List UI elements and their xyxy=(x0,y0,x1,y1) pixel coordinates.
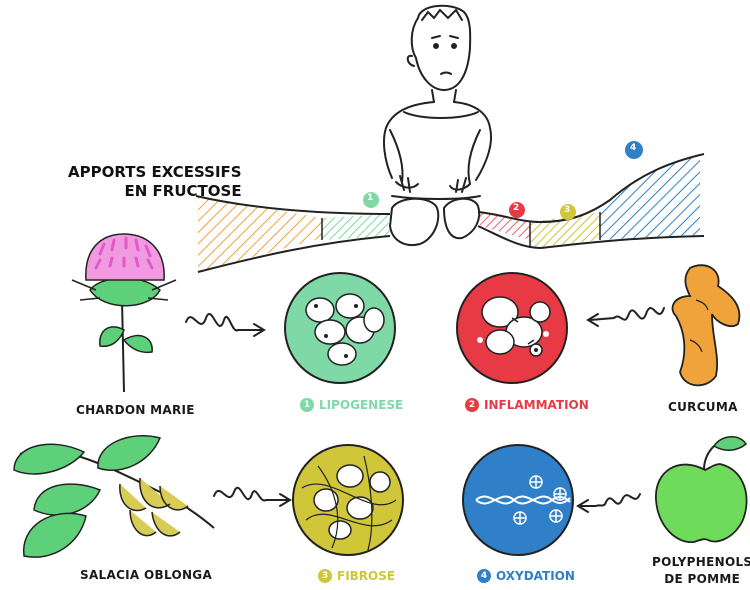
stage-number-4: 4 xyxy=(477,569,491,583)
stage-label-lipogenese: LIPOGENESE xyxy=(319,398,404,412)
apple-icon xyxy=(655,436,748,543)
progression-band xyxy=(195,141,705,273)
stage-label-fibrose: FIBROSE xyxy=(337,569,396,583)
fibrose-circle-icon xyxy=(292,444,404,556)
band-marker-3-icon xyxy=(560,204,576,220)
arrow-pomme-to-oxydation-icon xyxy=(576,493,641,513)
remedy-label-salacia-oblonga: SALACIA OBLONGA xyxy=(80,568,213,582)
inflammation-circle-icon xyxy=(456,272,568,384)
band-marker-1-icon xyxy=(363,192,379,208)
band-number-4: 4 xyxy=(630,143,637,153)
band-marker-2-icon xyxy=(509,202,525,218)
remedy-label-pomme-line-1: POLYPHENOLS xyxy=(652,555,750,569)
remedy-label-curcuma: CURCUMA xyxy=(668,400,738,414)
band-number-1: 1 xyxy=(367,193,374,203)
stage-inflammation: 2 INFLAMMATION xyxy=(465,398,589,412)
salacia-oblonga-icon xyxy=(13,434,215,558)
oxydation-circle-icon xyxy=(462,444,574,556)
remedy-label-chardon-marie: CHARDON MARIE xyxy=(76,403,195,417)
stage-label-inflammation: INFLAMMATION xyxy=(484,398,589,412)
title-line-1: APPORTS EXCESSIFS xyxy=(68,163,242,181)
stage-lipogenese: 1 LIPOGENESE xyxy=(300,398,403,412)
band-number-3: 3 xyxy=(564,205,571,215)
band-number-2: 2 xyxy=(513,203,520,213)
remedy-label-polyphenols-pomme: POLYPHENOLS DE POMME xyxy=(652,554,750,588)
stage-oxydation: 4 OXYDATION xyxy=(477,569,575,583)
stage-label-oxydation: OXYDATION xyxy=(496,569,575,583)
lipogenese-circle-icon xyxy=(284,272,396,384)
arrow-curcuma-to-inflammation-icon xyxy=(586,307,665,327)
person-illustration xyxy=(383,4,492,200)
liver-illustration xyxy=(388,197,481,246)
stage-number-1: 1 xyxy=(300,398,314,412)
band-marker-4-icon xyxy=(625,141,643,159)
page-title: APPORTS EXCESSIFS EN FRUCTOSE xyxy=(68,163,242,201)
turmeric-icon xyxy=(671,264,741,387)
remedy-label-pomme-line-2: DE POMME xyxy=(664,572,741,586)
stage-number-3: 3 xyxy=(318,569,332,583)
title-line-2: EN FRUCTOSE xyxy=(124,182,242,200)
stage-number-2: 2 xyxy=(465,398,479,412)
milk-thistle-icon xyxy=(71,233,177,393)
arrow-chardon-to-lipogenese-icon xyxy=(185,313,266,337)
stage-fibrose: 3 FIBROSE xyxy=(318,569,395,583)
arrow-salacia-to-fibrose-icon xyxy=(213,486,292,507)
